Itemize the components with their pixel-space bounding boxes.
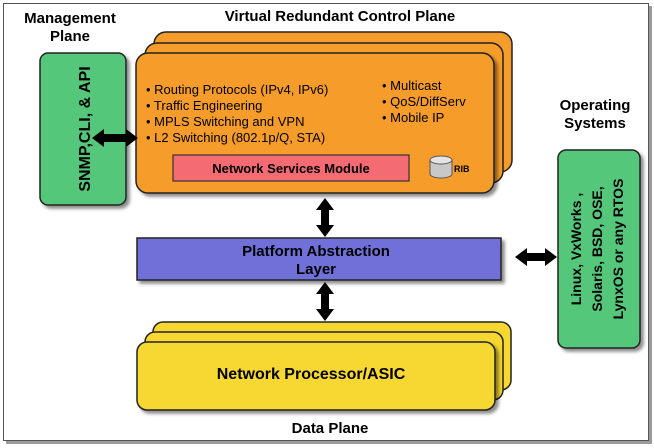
operating-systems-label: Operating Systems	[559, 97, 631, 132]
arrow-platform-processor	[316, 282, 334, 321]
platform-line1: Platform Abstraction	[242, 243, 390, 260]
management-box-text: SNMP,CLI, & API	[77, 66, 94, 191]
arrow-management-control	[92, 129, 138, 147]
platform-abstraction-box: Platform Abstraction Layer	[136, 237, 502, 281]
nsm-label: Network Services Module	[212, 161, 370, 176]
control-right-list: • Multicast • QoS/DiffServ • Mobile IP	[382, 78, 466, 125]
os-box: Linux, VxWorks , Solaris, BSD, OSE, Lynx…	[557, 149, 641, 349]
network-processor-label: Network Processor/ASIC	[217, 366, 406, 383]
control-item-l2: • L2 Switching (802.1p/Q, STA)	[146, 130, 325, 145]
network-services-module: Network Services Module	[172, 154, 410, 182]
os-line3: LynxOS or any RTOS	[610, 179, 626, 320]
control-item-qos: • QoS/DiffServ	[382, 94, 466, 109]
os-line1: Linux, VxWorks ,	[568, 193, 584, 306]
rib-label: RIB	[454, 164, 470, 174]
arrow-control-platform	[316, 198, 334, 237]
control-item-mobile-ip: • Mobile IP	[382, 110, 444, 125]
os-line2: Solaris, BSD, OSE,	[589, 186, 605, 311]
platform-line2: Layer	[296, 261, 336, 278]
control-item-te: • Traffic Engineering	[146, 98, 262, 113]
control-item-mpls: • MPLS Switching and VPN	[146, 114, 304, 129]
management-box: SNMP,CLI, & API	[39, 52, 127, 206]
network-processor-stack: Network Processor/ASIC	[136, 321, 512, 411]
control-item-routing: • Routing Protocols (IPv4, IPv6)	[146, 82, 328, 97]
control-left-list: • Routing Protocols (IPv4, IPv6) • Traff…	[146, 82, 328, 145]
arrow-platform-os	[515, 248, 557, 266]
control-plane-stack	[135, 31, 513, 194]
rib-database-icon: RIB	[429, 155, 470, 179]
data-plane-label: Data Plane	[291, 420, 369, 437]
management-plane-label: Management Plane	[24, 10, 116, 45]
control-item-multicast: • Multicast	[382, 78, 442, 93]
control-plane-label: Virtual Redundant Control Plane	[224, 8, 456, 25]
